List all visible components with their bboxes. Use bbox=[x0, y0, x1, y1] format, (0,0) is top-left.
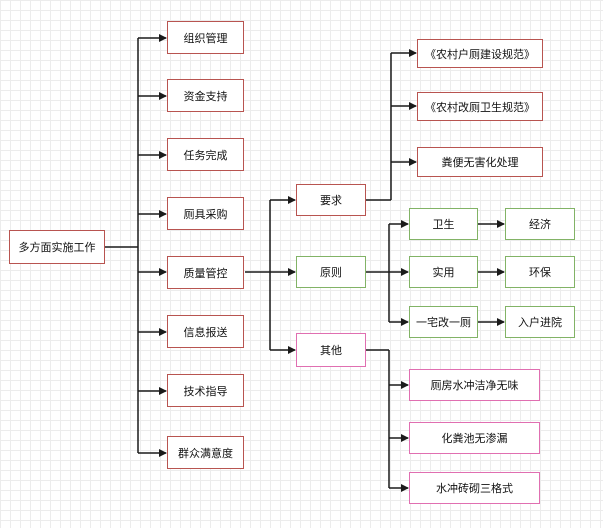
principle-node-one-toilet: 一宅改一厕 bbox=[409, 306, 478, 338]
principle-node-environment: 环保 bbox=[505, 256, 575, 288]
task-node-quality: 质量管控 bbox=[167, 256, 244, 289]
requirement-node-3: 粪便无害化处理 bbox=[417, 147, 543, 177]
task-node-reporting: 信息报送 bbox=[167, 315, 244, 348]
connector-quality-trunk bbox=[245, 200, 271, 350]
task-node-guidance: 技术指导 bbox=[167, 374, 244, 407]
task-node-organization: 组织管理 bbox=[167, 21, 244, 54]
principle-node-practical: 实用 bbox=[409, 256, 478, 288]
category-node-principles: 原则 bbox=[296, 256, 366, 288]
task-node-procurement: 厕具采购 bbox=[167, 197, 244, 230]
connector-requirements-trunk bbox=[366, 53, 392, 201]
connector-others-trunk bbox=[366, 349, 390, 488]
root-node: 多方面实施工作 bbox=[9, 230, 105, 264]
other-node-septic-tank: 化粪池无渗漏 bbox=[409, 422, 540, 454]
principle-node-in-yard: 入户进院 bbox=[505, 306, 575, 338]
task-node-satisfaction: 群众满意度 bbox=[167, 436, 244, 469]
principle-node-economy: 经济 bbox=[505, 208, 575, 240]
requirement-node-1: 《农村户厕建设规范》 bbox=[417, 39, 543, 68]
connector-principles-trunk bbox=[366, 224, 390, 322]
principle-node-hygiene: 卫生 bbox=[409, 208, 478, 240]
category-node-others: 其他 bbox=[296, 333, 366, 367]
task-node-funding: 资金支持 bbox=[167, 79, 244, 112]
task-node-completion: 任务完成 bbox=[167, 138, 244, 171]
requirement-node-2: 《农村改厕卫生规范》 bbox=[417, 92, 543, 121]
connector-root-trunk bbox=[105, 38, 139, 453]
other-node-flush-clean: 厕房水冲洁净无味 bbox=[409, 369, 540, 401]
category-node-requirements: 要求 bbox=[296, 184, 366, 216]
other-node-three-compartment: 水冲砖砌三格式 bbox=[409, 472, 540, 504]
